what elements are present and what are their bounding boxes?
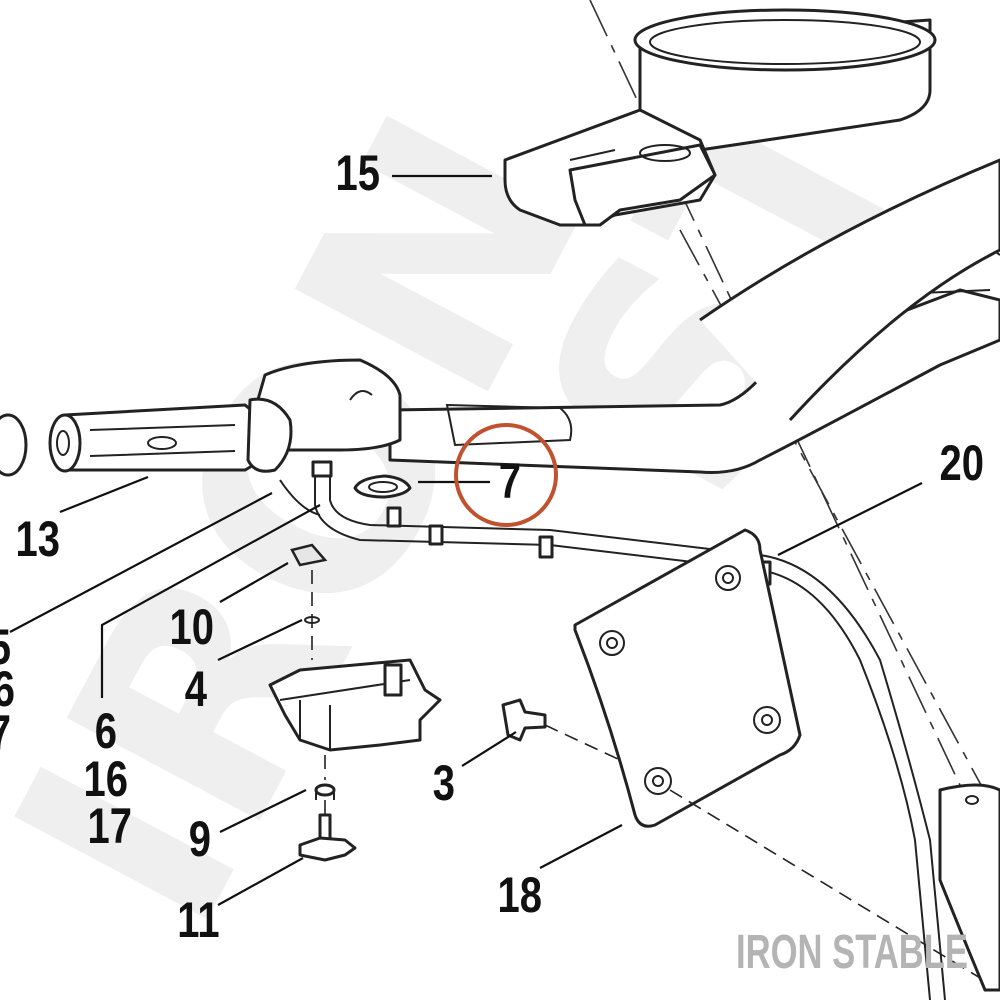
leader-6: [100, 504, 321, 698]
part-7-clamp: [353, 474, 412, 499]
label-9: 9: [189, 811, 211, 867]
label-17: 17: [88, 798, 132, 854]
lower-bracket-stack: [268, 543, 442, 862]
label-13: 13: [16, 511, 60, 567]
label-6: 6: [95, 703, 117, 759]
leader-3: [461, 731, 517, 767]
label-3: 3: [433, 755, 455, 811]
label-10: 10: [170, 599, 214, 655]
label-18: 18: [498, 867, 542, 923]
leader-10: [219, 562, 289, 603]
brake-line: [279, 460, 946, 1000]
leader-5: [9, 492, 273, 633]
leader-4: [217, 619, 303, 661]
leader-13: [59, 475, 149, 514]
background-watermark: IRON ST: [0, 12, 982, 977]
label-cut-7: 7: [0, 705, 11, 761]
label-4: 4: [185, 661, 207, 717]
watermark: IRON STABLE: [736, 926, 968, 979]
leader-9: [219, 789, 307, 833]
label-15: 15: [336, 145, 380, 201]
part-18-plate: [573, 528, 1000, 991]
leader-20: [777, 482, 923, 556]
label-cut-5: 5: [0, 619, 11, 675]
highlight-circle: [454, 423, 558, 527]
label-16: 16: [84, 751, 128, 807]
leader-11: [217, 857, 304, 906]
part-3-bolt: [501, 698, 621, 761]
leader-lines: [9, 174, 923, 906]
leader-18: [539, 824, 623, 869]
label-cut-6: 6: [0, 661, 15, 717]
fork-part: [938, 783, 1000, 992]
label-20: 20: [940, 435, 984, 491]
part-labels: 15 7 20 13 5 6 7 10 4 6 16 17 9 11 3 18: [0, 145, 984, 948]
grip-part: [0, 358, 402, 477]
label-7: 7: [499, 453, 521, 509]
riser-part: [503, 8, 937, 227]
label-11: 11: [177, 892, 219, 948]
